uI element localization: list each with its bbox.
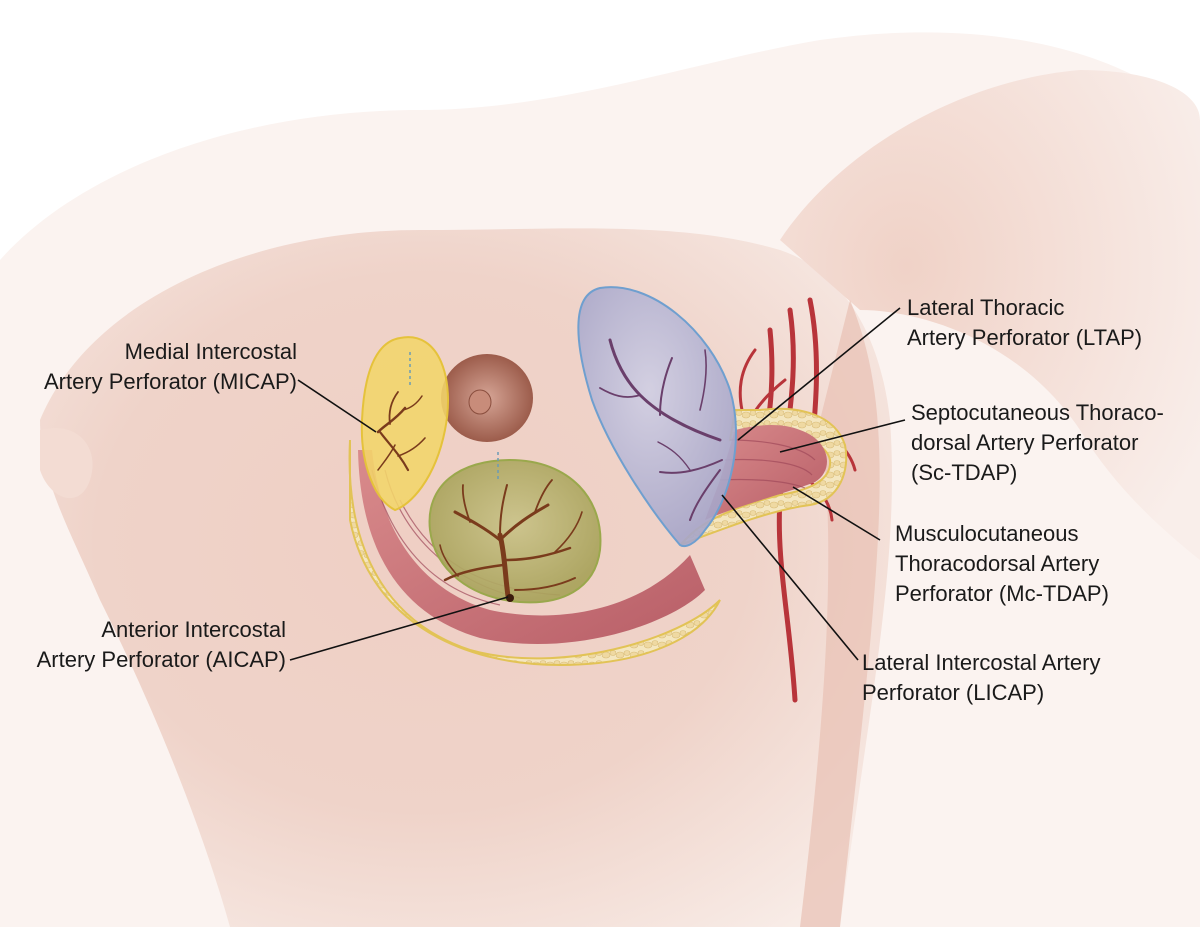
label-licap-line2: Perforator (LICAP) bbox=[862, 680, 1045, 705]
micap-flap bbox=[360, 336, 449, 512]
label-micap-line2: Artery Perforator (MICAP) bbox=[43, 369, 297, 394]
label-aicap-line2: Artery Perforator (AICAP) bbox=[36, 647, 286, 672]
leader-sctdap bbox=[779, 419, 906, 453]
label-licap: Lateral Intercostal Artery Perforator (L… bbox=[862, 648, 1100, 708]
label-micap: Medial Intercostal Artery Perforator (MI… bbox=[44, 337, 297, 397]
label-ltap: Lateral Thoracic Artery Perforator (LTAP… bbox=[907, 293, 1142, 353]
label-mctdap-line1: Musculocutaneous bbox=[895, 521, 1079, 546]
label-sctdap: Septocutaneous Thoraco- dorsal Artery Pe… bbox=[911, 398, 1164, 488]
leader-licap bbox=[721, 494, 859, 661]
label-mctdap-line2: Thoracodorsal Artery bbox=[895, 551, 1100, 576]
leader-aicap bbox=[289, 596, 509, 661]
label-ltap-line1: Lateral Thoracic bbox=[907, 295, 1065, 320]
label-aicap-line1: Anterior Intercostal bbox=[101, 617, 286, 642]
label-sctdap-line2: dorsal Artery Perforator bbox=[911, 430, 1139, 455]
label-sctdap-line3: (Sc-TDAP) bbox=[911, 460, 1018, 485]
label-sctdap-line1: Septocutaneous Thoraco- bbox=[911, 400, 1164, 425]
label-micap-line1: Medial Intercostal bbox=[124, 339, 297, 364]
label-aicap: Anterior Intercostal Artery Perforator (… bbox=[37, 615, 286, 675]
label-ltap-line2: Artery Perforator (LTAP) bbox=[907, 325, 1143, 350]
leader-mctdap bbox=[792, 486, 881, 541]
leader-lines bbox=[289, 307, 906, 661]
leader-micap bbox=[297, 379, 377, 433]
label-mctdap-line3: Perforator (Mc-TDAP) bbox=[895, 581, 1109, 606]
aicap-flap bbox=[428, 452, 602, 604]
label-mctdap: Musculocutaneous Thoracodorsal Artery Pe… bbox=[895, 519, 1109, 609]
nipple-areola bbox=[441, 354, 533, 442]
label-licap-line1: Lateral Intercostal Artery bbox=[862, 650, 1101, 675]
leader-ltap bbox=[737, 307, 901, 441]
tdap-flap bbox=[577, 286, 737, 548]
